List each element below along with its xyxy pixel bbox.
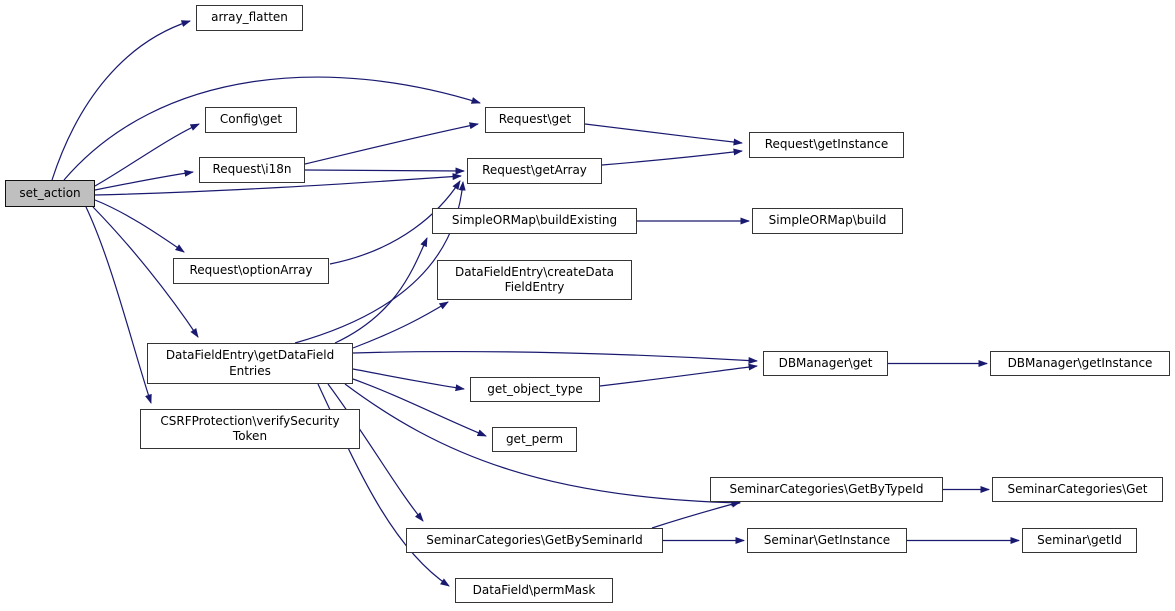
edge-datafieldentry-getDataFieldEntries-to-seminarcategories-GetByTypeId	[344, 383, 741, 507]
node-label: DataFieldEntry\getDataField Entries	[165, 348, 335, 378]
edge-get-object-type-to-dbmanager-get	[599, 363, 758, 387]
edge-set-action-to-config-get	[94, 123, 200, 187]
node-request-i18n[interactable]: Request\i18n	[199, 157, 305, 183]
node-datafieldentry-getDataFieldEntries[interactable]: DataFieldEntry\getDataField Entries	[147, 343, 353, 384]
edge-datafieldentry-getDataFieldEntries-to-get-perm	[352, 378, 487, 437]
node-request-get[interactable]: Request\get	[485, 107, 585, 133]
node-label: Request\getInstance	[764, 137, 889, 152]
node-datafieldentry-createDataFieldEntry[interactable]: DataFieldEntry\createData FieldEntry	[437, 260, 632, 300]
edge-datafieldentry-getDataFieldEntries-to-datafieldentry-createDataFieldEntry	[352, 301, 449, 349]
edge-request-i18n-to-request-get	[304, 122, 479, 165]
edge-set-action-to-csrf-verifySecurityToken	[85, 206, 152, 404]
node-simpleormap-build[interactable]: SimpleORMap\build	[752, 208, 903, 234]
edge-request-get-to-request-getInstance	[584, 123, 743, 146]
node-dbmanager-getInstance[interactable]: DBManager\getInstance	[990, 351, 1170, 376]
edge-request-getArray-to-request-getInstance	[601, 148, 743, 166]
node-seminarcategories-GetBySeminarId[interactable]: SeminarCategories\GetBySeminarId	[406, 528, 663, 553]
edge-request-optionArray-to-request-getArray	[329, 180, 461, 265]
node-request-optionArray[interactable]: Request\optionArray	[173, 258, 329, 284]
node-label: Config\get	[219, 112, 283, 127]
edge-set-action-to-datafieldentry-getDataFieldEntries	[92, 206, 199, 338]
node-label: CSRFProtection\verifySecurity Token	[160, 413, 340, 443]
edge-set-action-to-request-get	[63, 76, 481, 181]
edge-datafieldentry-getDataFieldEntries-to-simpleormap-buildExisting	[334, 237, 428, 344]
node-label: get_object_type	[487, 381, 583, 396]
edge-datafieldentry-getDataFieldEntries-to-request-getArray	[294, 181, 466, 344]
node-get-object-type[interactable]: get_object_type	[470, 377, 600, 402]
node-label: get_perm	[505, 431, 564, 446]
node-request-getArray[interactable]: Request\getArray	[467, 158, 602, 184]
node-label: Request\getArray	[482, 163, 587, 178]
node-label: Request\i18n	[212, 162, 292, 177]
node-label: SeminarCategories\Get	[1007, 481, 1148, 496]
edge-set-action-to-array-flatten	[51, 20, 191, 181]
node-label: SeminarCategories\GetByTypeId	[729, 481, 924, 496]
node-label: DataField\permMask	[472, 582, 596, 597]
node-simpleormap-buildExisting[interactable]: SimpleORMap\buildExisting	[432, 208, 637, 234]
node-csrf-verifySecurityToken[interactable]: CSRFProtection\verifySecurity Token	[140, 409, 360, 449]
node-label: array_flatten	[211, 10, 288, 25]
edge-datafieldentry-getDataFieldEntries-to-dbmanager-get	[352, 350, 758, 364]
edge-set-action-to-request-optionArray	[94, 199, 185, 253]
node-label: SimpleORMap\build	[768, 213, 887, 228]
node-label: Request\get	[498, 112, 572, 127]
node-dbmanager-get[interactable]: DBManager\get	[763, 351, 888, 376]
edge-datafieldentry-getDataFieldEntries-to-get-object-type	[352, 368, 465, 392]
edge-seminarcategories-GetBySeminarId-to-seminarcategories-GetByTypeId	[651, 500, 741, 529]
node-label: DataFieldEntry\createData FieldEntry	[454, 264, 615, 294]
edge-set-action-to-request-getArray	[94, 173, 462, 196]
node-set-action: set_action	[5, 180, 95, 207]
node-label: set_action	[19, 185, 81, 200]
node-label: Request\optionArray	[189, 263, 313, 278]
node-request-getInstance[interactable]: Request\getInstance	[749, 132, 904, 158]
node-seminar-getId[interactable]: Seminar\getId	[1022, 528, 1137, 553]
node-label: DBManager\get	[778, 355, 873, 370]
node-label: SimpleORMap\buildExisting	[451, 213, 618, 228]
node-datafield-permMask[interactable]: DataField\permMask	[455, 578, 613, 603]
node-label: Seminar\GetInstance	[763, 532, 891, 547]
node-seminar-GetInstance[interactable]: Seminar\GetInstance	[747, 528, 907, 553]
node-seminarcategories-GetByTypeId[interactable]: SeminarCategories\GetByTypeId	[710, 477, 943, 502]
node-label: Seminar\getId	[1037, 532, 1122, 547]
node-array-flatten[interactable]: array_flatten	[196, 5, 303, 31]
node-config-get[interactable]: Config\get	[205, 107, 297, 133]
node-seminarcategories-Get[interactable]: SeminarCategories\Get	[992, 477, 1163, 502]
node-get-perm[interactable]: get_perm	[492, 427, 577, 452]
edge-request-i18n-to-request-getArray	[304, 167, 465, 175]
edge-datafieldentry-getDataFieldEntries-to-seminarcategories-GetBySeminarId	[327, 383, 424, 522]
node-label: SeminarCategories\GetBySeminarId	[426, 532, 643, 547]
node-label: DBManager\getInstance	[1007, 355, 1153, 370]
edge-set-action-to-request-i18n	[94, 169, 194, 191]
